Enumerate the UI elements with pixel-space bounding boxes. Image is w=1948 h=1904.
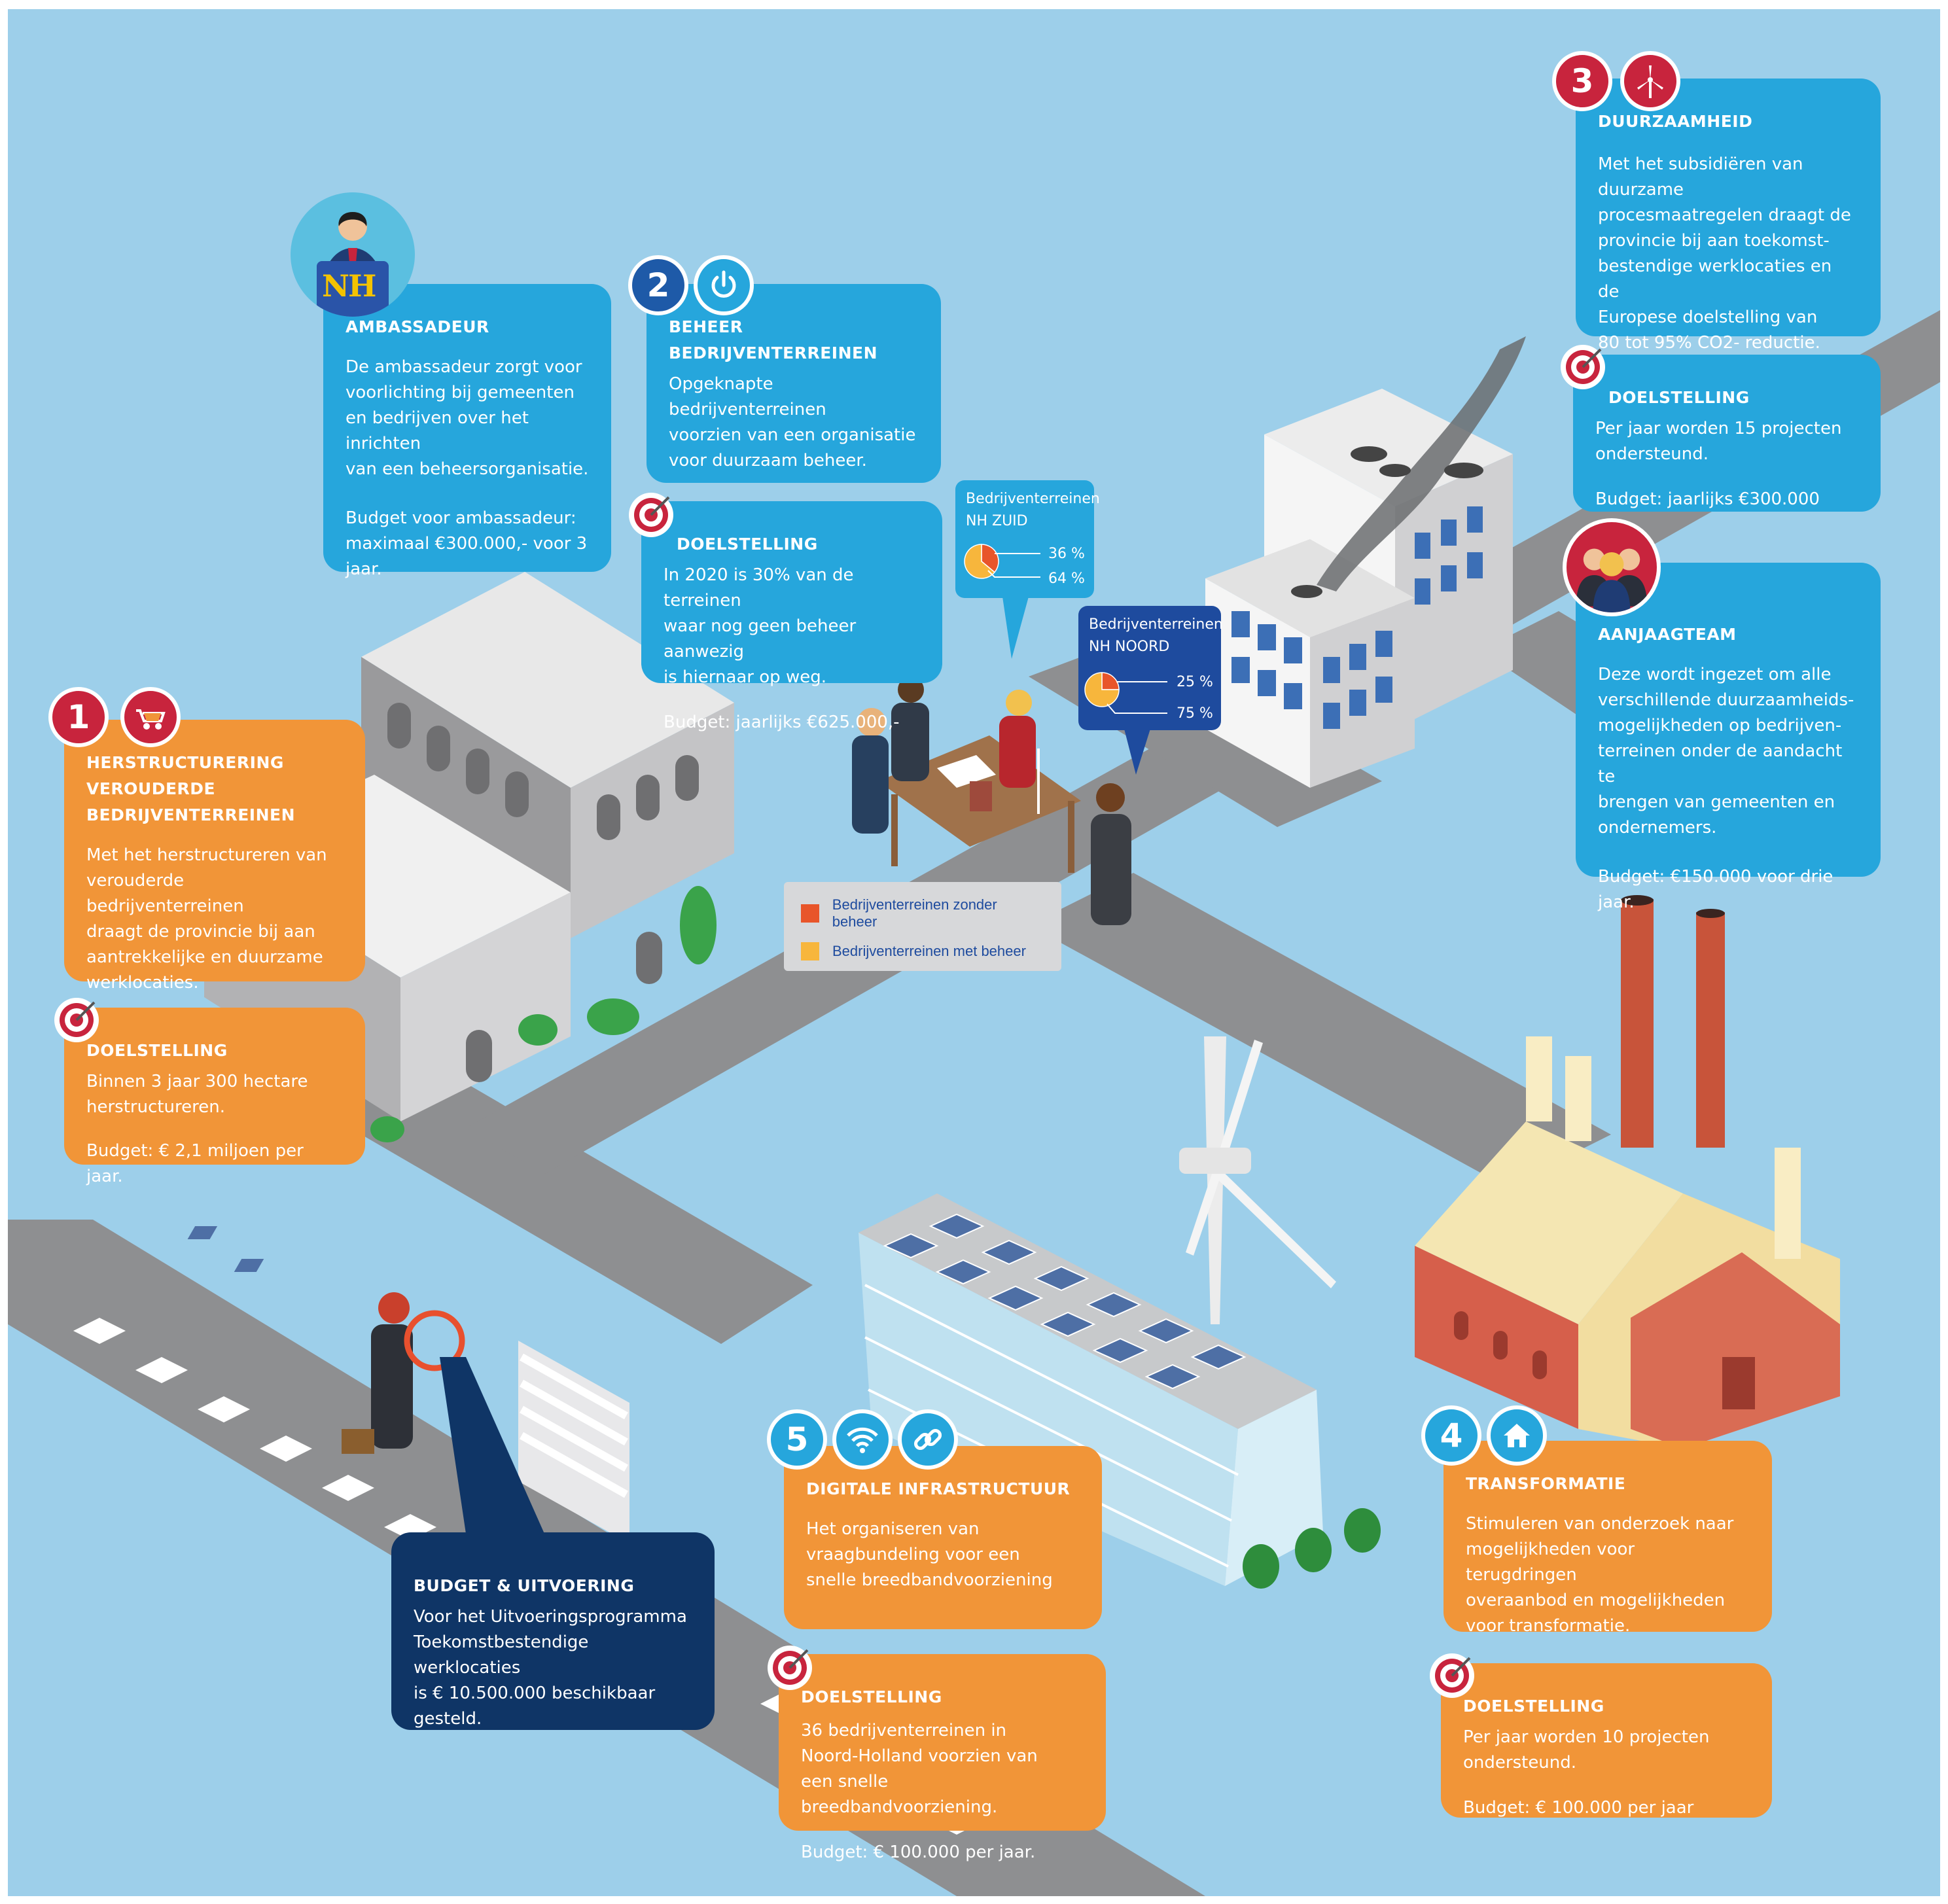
digitaal-title: DIGITALE INFRASTRUCTUUR bbox=[806, 1479, 1071, 1498]
beheer-card: BEHEER BEDRIJVENTERREINEN Opgeknapte bed… bbox=[646, 284, 941, 483]
ambassador-body: De ambassadeur zorgt voor voorlichting b… bbox=[345, 357, 589, 479]
ambassador-title: AMBASSADEUR bbox=[345, 317, 489, 336]
goal-budget: Budget: € 100.000 per jaar bbox=[1463, 1798, 1694, 1818]
ambassador-budget: Budget voor ambassadeur: maximaal €300.0… bbox=[345, 508, 588, 579]
duurzaamheid-title: DUURZAAMHEID bbox=[1598, 112, 1753, 131]
target-icon bbox=[1430, 1653, 1474, 1698]
goal-budget: Budget: € 100.000 per jaar. bbox=[801, 1842, 1036, 1862]
legend-swatch bbox=[801, 942, 819, 961]
goal-body: In 2020 is 30% van de terreinen waar nog… bbox=[664, 565, 857, 687]
goal-budget: Budget: jaarlijks €300.000 bbox=[1595, 489, 1820, 509]
factory-illustration bbox=[1415, 895, 1840, 1449]
section-number-badge: 4 bbox=[1421, 1405, 1481, 1466]
pie-label: 36 % bbox=[1048, 546, 1085, 562]
beheer-body: Opgeknapte bedrijventerreinen voorzien v… bbox=[669, 374, 916, 470]
transformatie-card: TRANSFORMATIE Stimuleren van onderzoek n… bbox=[1443, 1441, 1772, 1636]
pie-label: 75 % bbox=[1177, 705, 1213, 722]
nh-noord-pie-chart bbox=[1084, 672, 1120, 707]
wifi-icon bbox=[832, 1409, 893, 1470]
power-icon bbox=[694, 255, 754, 315]
pie-slice bbox=[1084, 672, 1120, 707]
budget-body: Voor het Uitvoeringsprogramma Toekomstbe… bbox=[414, 1607, 687, 1729]
goal-title: DOELSTELLING bbox=[801, 1687, 942, 1706]
goal-title: DOELSTELLING bbox=[677, 535, 818, 554]
ambassador-portrait-icon: NH bbox=[291, 192, 415, 317]
legend-label: Bedrijventerreinen met beheer bbox=[832, 943, 1026, 959]
duurzaamheid-goal-card: DOELSTELLING Per jaar worden 15 projecte… bbox=[1573, 355, 1881, 512]
businessman-with-magnifier-illustration bbox=[342, 1292, 629, 1543]
transformatie-goal-card: DOELSTELLING Per jaar worden 10 projecte… bbox=[1441, 1663, 1772, 1818]
ambassador-card: AMBASSADEUR De ambassadeur zorgt voor vo… bbox=[323, 284, 611, 579]
digitaal-goal-card: DOELSTELLING 36 bedrijventerreinen in No… bbox=[779, 1654, 1106, 1862]
callout-pointer bbox=[1124, 729, 1150, 775]
goal-title: DOELSTELLING bbox=[1463, 1697, 1604, 1716]
section-number-badge: 1 bbox=[48, 687, 109, 747]
aanjaagteam-card: AANJAAGTEAM Deze wordt ingezet om alle v… bbox=[1576, 563, 1881, 912]
legend-label: Bedrijventerreinen zonder beheer bbox=[832, 896, 997, 930]
nh-logo: NH bbox=[322, 268, 377, 304]
transformatie-title: TRANSFORMATIE bbox=[1466, 1474, 1626, 1493]
target-icon bbox=[54, 998, 99, 1042]
beheer-title: BEHEER BEDRIJVENTERREINEN bbox=[669, 317, 878, 362]
aanjaagteam-budget: Budget: €150.000 voor drie jaar. bbox=[1598, 867, 1833, 912]
aanjaagteam-body: Deze wordt ingezet om alle verschillende… bbox=[1598, 665, 1854, 837]
goal-body: Per jaar worden 15 projecten ondersteund… bbox=[1595, 419, 1842, 464]
nh-zuid-callout: Bedrijventerreinen NH ZUID 36 % 64 % bbox=[955, 480, 1100, 598]
goal-title: DOELSTELLING bbox=[1608, 388, 1750, 407]
team-icon bbox=[1563, 518, 1661, 616]
goal-title: DOELSTELLING bbox=[86, 1041, 228, 1060]
budget-card: BUDGET & UITVOERING Voor het Uitvoerings… bbox=[391, 1532, 715, 1730]
transformatie-body: Stimuleren van onderzoek naar mogelijkhe… bbox=[1466, 1514, 1734, 1636]
chart-legend: Bedrijventerreinen zonder beheer Bedrijv… bbox=[784, 882, 1061, 971]
goal-budget: Budget: € 2,1 miljoen per jaar. bbox=[86, 1141, 304, 1186]
nh-noord-callout: Bedrijventerreinen NH NOORD 25 % 75 % bbox=[1078, 606, 1223, 730]
legend-swatch bbox=[801, 904, 819, 923]
goal-body: 36 bedrijventerreinen in Noord-Holland v… bbox=[801, 1721, 1038, 1817]
pie-label: 25 % bbox=[1177, 674, 1213, 690]
goal-budget: Budget: jaarlijks €625.000,- bbox=[664, 713, 900, 732]
nh-zuid-pie-chart bbox=[964, 544, 999, 579]
target-icon bbox=[629, 493, 673, 537]
infographic-canvas: AMBASSADEUR De ambassadeur zorgt voor vo… bbox=[8, 9, 1940, 1896]
beheer-goal-card: DOELSTELLING In 2020 is 30% van de terre… bbox=[641, 501, 942, 732]
pie-title: Bedrijventerreinen NH NOORD bbox=[1089, 616, 1223, 656]
wind-turbine-icon bbox=[1620, 51, 1680, 111]
wheelbarrow-icon bbox=[120, 687, 181, 747]
goal-body: Binnen 3 jaar 300 hectare herstructurere… bbox=[86, 1072, 308, 1117]
herstructurering-body: Met het herstructureren van verouderde b… bbox=[86, 845, 327, 993]
duurzaamheid-body: Met het subsidiëren van duurzame procesm… bbox=[1598, 154, 1851, 353]
wind-turbine-illustration bbox=[1179, 1036, 1336, 1324]
aanjaagteam-title: AANJAAGTEAM bbox=[1598, 625, 1737, 644]
goal-body: Per jaar worden 10 projecten ondersteund… bbox=[1463, 1727, 1710, 1772]
herstructurering-goal-card: DOELSTELLING Binnen 3 jaar 300 hectare h… bbox=[64, 1008, 365, 1186]
section-number-badge: 5 bbox=[767, 1409, 827, 1470]
pie-title: Bedrijventerreinen NH ZUID bbox=[966, 491, 1100, 530]
legend-item: Bedrijventerreinen met beheer bbox=[801, 942, 1044, 961]
budget-title: BUDGET & UITVOERING bbox=[414, 1576, 635, 1595]
meeting-people-illustration bbox=[852, 677, 1131, 925]
duurzaamheid-card: DUURZAAMHEID Met het subsidiëren van duu… bbox=[1576, 79, 1881, 353]
section-number-badge: 3 bbox=[1552, 51, 1612, 111]
digitaal-body: Het organiseren van vraagbundeling voor … bbox=[806, 1519, 1053, 1590]
pie-slice bbox=[1101, 672, 1120, 690]
pie-label: 64 % bbox=[1048, 571, 1085, 587]
legend-item: Bedrijventerreinen zonder beheer bbox=[801, 896, 1044, 930]
herstructurering-title: HERSTRUCTURERING VEROUDERDE BEDRIJVENTER… bbox=[86, 753, 296, 824]
link-icon bbox=[898, 1409, 958, 1470]
target-icon bbox=[1561, 345, 1605, 389]
digitaal-card: DIGITALE INFRASTRUCTUUR Het organiseren … bbox=[784, 1446, 1102, 1629]
callout-pointer bbox=[1002, 597, 1029, 659]
office-towers-illustration bbox=[1205, 336, 1526, 788]
house-icon bbox=[1487, 1405, 1547, 1466]
herstructurering-card: HERSTRUCTURERING VEROUDERDE BEDRIJVENTER… bbox=[64, 720, 365, 993]
target-icon bbox=[768, 1646, 812, 1690]
section-number-badge: 2 bbox=[628, 255, 688, 315]
